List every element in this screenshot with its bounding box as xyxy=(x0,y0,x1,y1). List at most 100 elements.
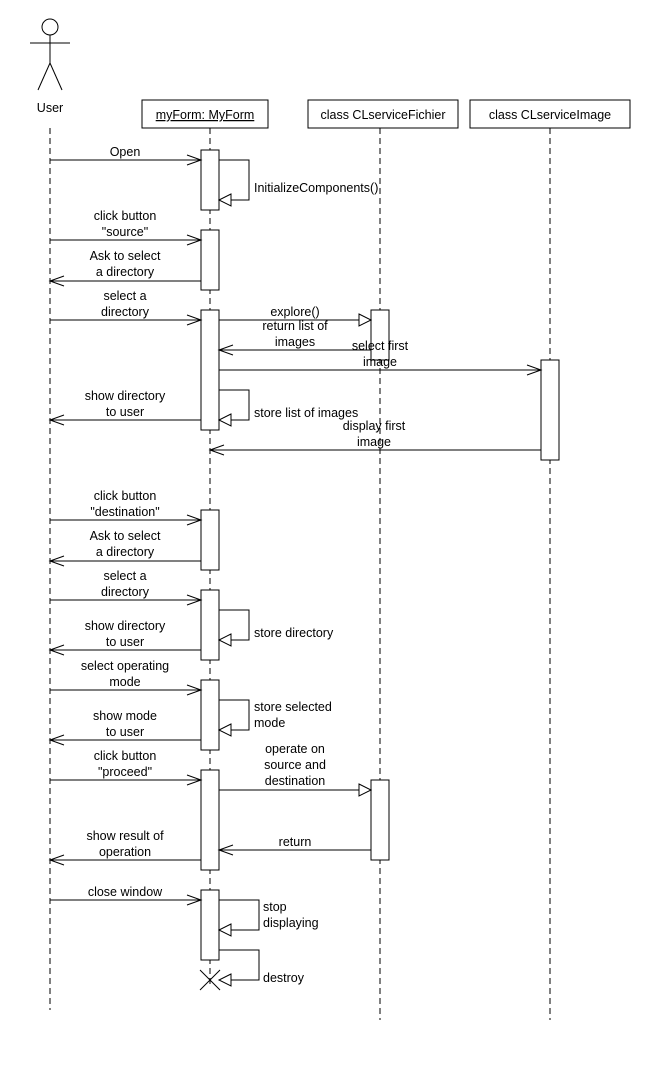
message-arrow xyxy=(48,734,201,746)
message-label-line: operation xyxy=(99,845,151,859)
message-label: select operating mode xyxy=(81,659,169,689)
message-label: return xyxy=(279,835,312,849)
message-arrow xyxy=(219,364,543,376)
message-label-line: operate on xyxy=(265,742,325,756)
message-label-line: select a xyxy=(103,569,146,583)
activation-bar xyxy=(200,679,220,751)
message-arrow xyxy=(50,314,203,326)
message-label-line: destination xyxy=(265,774,326,788)
message-label: Open xyxy=(110,145,141,159)
activation-bar xyxy=(200,509,220,571)
message-label-line: stop xyxy=(263,900,287,914)
message-label-line: directory xyxy=(101,305,150,319)
message-label-line: click button xyxy=(94,209,157,223)
message-label: click button "proceed" xyxy=(94,749,157,779)
message-arrow xyxy=(50,594,203,606)
message-label: store directory xyxy=(254,626,334,640)
participant-label-image: class CLserviceImage xyxy=(489,108,611,122)
message-arrow xyxy=(217,389,250,427)
activation-bar xyxy=(540,359,560,461)
activation-bar xyxy=(200,769,220,871)
message-label-line: select first xyxy=(352,339,409,353)
message-label-line: store selected xyxy=(254,700,332,714)
activation-bar xyxy=(200,889,220,961)
message-label-line: Ask to select xyxy=(90,529,161,543)
message-arrow xyxy=(219,313,373,327)
message-label-line: image xyxy=(357,435,391,449)
message-label: select first image xyxy=(352,339,409,369)
activation-bar xyxy=(370,779,390,861)
message-label-line: to user xyxy=(106,725,144,739)
message-label-line: show directory xyxy=(85,389,166,403)
message-label-line: source and xyxy=(264,758,326,772)
message-label: click button"source" xyxy=(94,209,157,239)
message-label-line: Ask to select xyxy=(90,249,161,263)
message-label-line: "proceed" xyxy=(98,765,152,779)
message-label-line: directory xyxy=(101,585,150,599)
message-label: display first image xyxy=(343,419,406,449)
message-label-line: InitializeComponents() xyxy=(254,181,378,195)
message-arrow xyxy=(48,275,201,287)
message-arrow xyxy=(50,234,203,246)
message-label-line: destroy xyxy=(263,971,305,985)
message-label: store list of images xyxy=(254,406,358,420)
message-arrow xyxy=(217,949,260,987)
message-label: select a directory xyxy=(101,289,150,319)
message-label-line: show result of xyxy=(86,829,164,843)
message-label-line: show mode xyxy=(93,709,157,723)
message-label: InitializeComponents() xyxy=(254,181,378,195)
message-label-line: select operating xyxy=(81,659,169,673)
message-label-line: return list of xyxy=(262,319,328,333)
message-label-line: select a xyxy=(103,289,146,303)
message-label-line: displaying xyxy=(263,916,319,930)
message-label: stop displaying xyxy=(263,900,319,930)
message-label-line: mode xyxy=(109,675,140,689)
participant-label-form: myForm: MyForm xyxy=(156,108,255,122)
message-label-line: click button xyxy=(94,489,157,503)
message-arrow xyxy=(217,609,250,647)
activation-bar xyxy=(200,309,220,431)
message-label-line: images xyxy=(275,335,315,349)
message-label: show directory to user xyxy=(85,619,166,649)
message-label: destroy xyxy=(263,971,305,985)
message-arrow xyxy=(48,414,201,426)
message-label: explore() xyxy=(270,305,319,319)
message-label: Ask to select a directory xyxy=(90,249,161,279)
message-label-line: to user xyxy=(106,635,144,649)
message-arrow xyxy=(50,774,203,786)
message-label-line: click button xyxy=(94,749,157,763)
message-arrow xyxy=(50,514,203,526)
activation-bar xyxy=(370,309,390,361)
destroy-x-icon xyxy=(199,969,221,991)
message-label-line: store directory xyxy=(254,626,334,640)
message-label: store selected mode xyxy=(254,700,332,730)
message-label-line: mode xyxy=(254,716,285,730)
message-arrow xyxy=(50,894,203,906)
message-label-line: show directory xyxy=(85,619,166,633)
activation-bar xyxy=(200,589,220,661)
message-arrow xyxy=(217,844,371,856)
message-arrow xyxy=(217,159,250,207)
message-arrow xyxy=(48,644,201,656)
message-label-line: return xyxy=(279,835,312,849)
message-label-line: close window xyxy=(88,885,163,899)
message-label-line: image xyxy=(363,355,397,369)
message-arrow xyxy=(50,684,203,696)
message-label-line: a directory xyxy=(96,265,155,279)
message-label-line: display first xyxy=(343,419,406,433)
message-label-line: "destination" xyxy=(90,505,159,519)
message-label-line: Open xyxy=(110,145,141,159)
message-label: click button "destination" xyxy=(90,489,159,519)
message-label-line: explore() xyxy=(270,305,319,319)
actor-label: User xyxy=(37,101,63,115)
message-arrow xyxy=(208,444,541,456)
message-label: show mode to user xyxy=(93,709,157,739)
participant-box-image: class CLserviceImage xyxy=(469,99,631,129)
activation-bar xyxy=(200,229,220,291)
message-arrow xyxy=(217,344,371,356)
message-label: close window xyxy=(88,885,163,899)
participant-box-fichier: class CLserviceFichier xyxy=(307,99,459,129)
